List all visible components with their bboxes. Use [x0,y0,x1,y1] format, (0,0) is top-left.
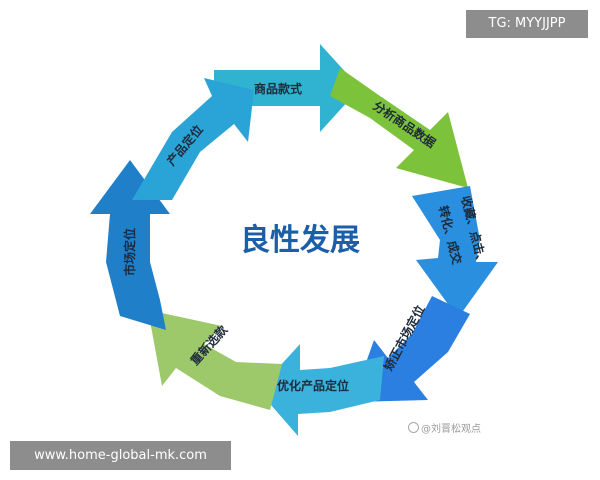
step-label: 商品款式 [254,81,302,96]
step-label: 市场定位 [122,228,137,276]
credit-text: @刘晋松观点 [421,424,481,435]
step-arrow-conversion [412,186,498,318]
step-label: 优化产品定位 [277,378,349,393]
watermark-url: www.home-global-mk.com [10,441,231,470]
step-arrow-product-style [214,44,360,132]
step-arrow-market-position [90,160,170,330]
step-arrow-analyze-data [330,68,468,188]
watermark-tag: TG: MYYJJPP [466,10,588,38]
center-title: 良性发展 [240,223,360,258]
step-arrow-product-position [132,78,254,200]
weibo-icon [408,422,419,433]
step-arrow-optimize-product [258,344,384,436]
credit-watermark: @刘晋松观点 [408,420,481,435]
step-arrow-reselect [148,310,282,410]
